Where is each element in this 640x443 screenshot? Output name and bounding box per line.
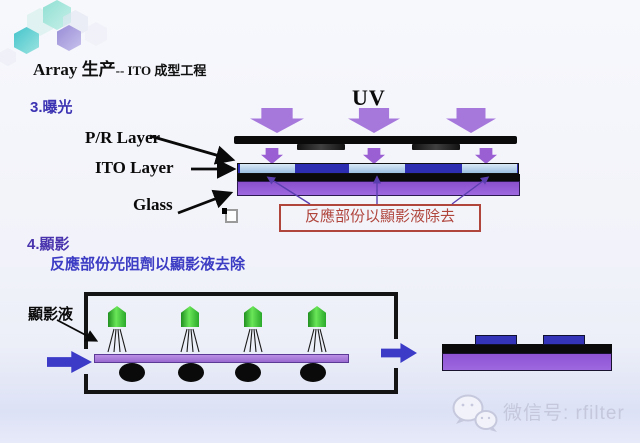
section-4-description: 反應部份光阻劑以顯影液去除 <box>50 256 246 273</box>
chamber-wall-bottom <box>84 390 398 394</box>
pr-exposed-segment <box>349 164 405 173</box>
wechat-icon <box>452 394 498 432</box>
result-pr-block <box>543 335 585 345</box>
roller <box>178 363 204 382</box>
label-glass: Glass <box>133 195 173 214</box>
hexagon-icon <box>0 48 16 66</box>
spray-nozzle <box>181 306 199 327</box>
roller <box>119 363 145 382</box>
label-pr-layer: P/R Layer <box>85 128 161 147</box>
transmitted-uv-arrow <box>363 148 385 164</box>
chamber-wall-left <box>84 292 88 349</box>
spray-nozzle <box>244 306 262 327</box>
uv-label: UV <box>352 85 386 110</box>
bullet-placeholder-dot <box>222 208 227 214</box>
chamber-wall-top <box>84 292 398 296</box>
inlet-arrow <box>47 351 92 373</box>
ito-layer-bar <box>237 174 520 181</box>
roller <box>300 363 326 382</box>
hexagon-icon <box>85 22 107 46</box>
slide-title-sub: -- ITO 成型工程 <box>115 63 207 78</box>
slide-title: Array 生产-- ITO 成型工程 <box>33 55 206 80</box>
uv-arrow <box>250 108 304 133</box>
chamber-wall-right <box>394 368 398 394</box>
callout-box: 反應部份以顯影液除去 <box>279 204 481 232</box>
pr-exposed-segment <box>240 164 295 173</box>
photomask-bar <box>234 136 517 144</box>
chamber-wall-right <box>394 292 398 339</box>
slide-title-main: Array 生产 <box>33 60 116 79</box>
pr-exposed-segment <box>462 164 517 173</box>
label-ito-layer: ITO Layer <box>95 158 174 177</box>
mask-pattern-segment <box>412 144 460 150</box>
glass-layer-bar <box>237 181 520 196</box>
result-pr-block <box>475 335 517 345</box>
conveyor-substrate <box>94 354 349 363</box>
mask-pattern-segment <box>297 144 345 150</box>
chamber-wall-left <box>84 374 88 394</box>
watermark-text: 微信号: rfilter <box>503 403 625 424</box>
spray-nozzle <box>108 306 126 327</box>
spray-nozzle <box>308 306 326 327</box>
developer-label: 顯影液 <box>28 307 74 323</box>
pr-layer-row <box>237 163 519 174</box>
spray-lines <box>107 328 327 353</box>
transmitted-uv-arrow <box>261 148 283 164</box>
roller <box>235 363 261 382</box>
uv-arrow <box>348 108 400 133</box>
uv-arrow <box>446 108 496 133</box>
transmitted-uv-arrow <box>475 148 497 164</box>
section-4-heading: 4.顯影 <box>27 236 70 253</box>
result-ito-layer <box>442 344 612 353</box>
section-3-heading: 3.曝光 <box>30 99 73 116</box>
result-glass-layer <box>442 353 612 371</box>
outlet-arrow <box>381 343 417 363</box>
